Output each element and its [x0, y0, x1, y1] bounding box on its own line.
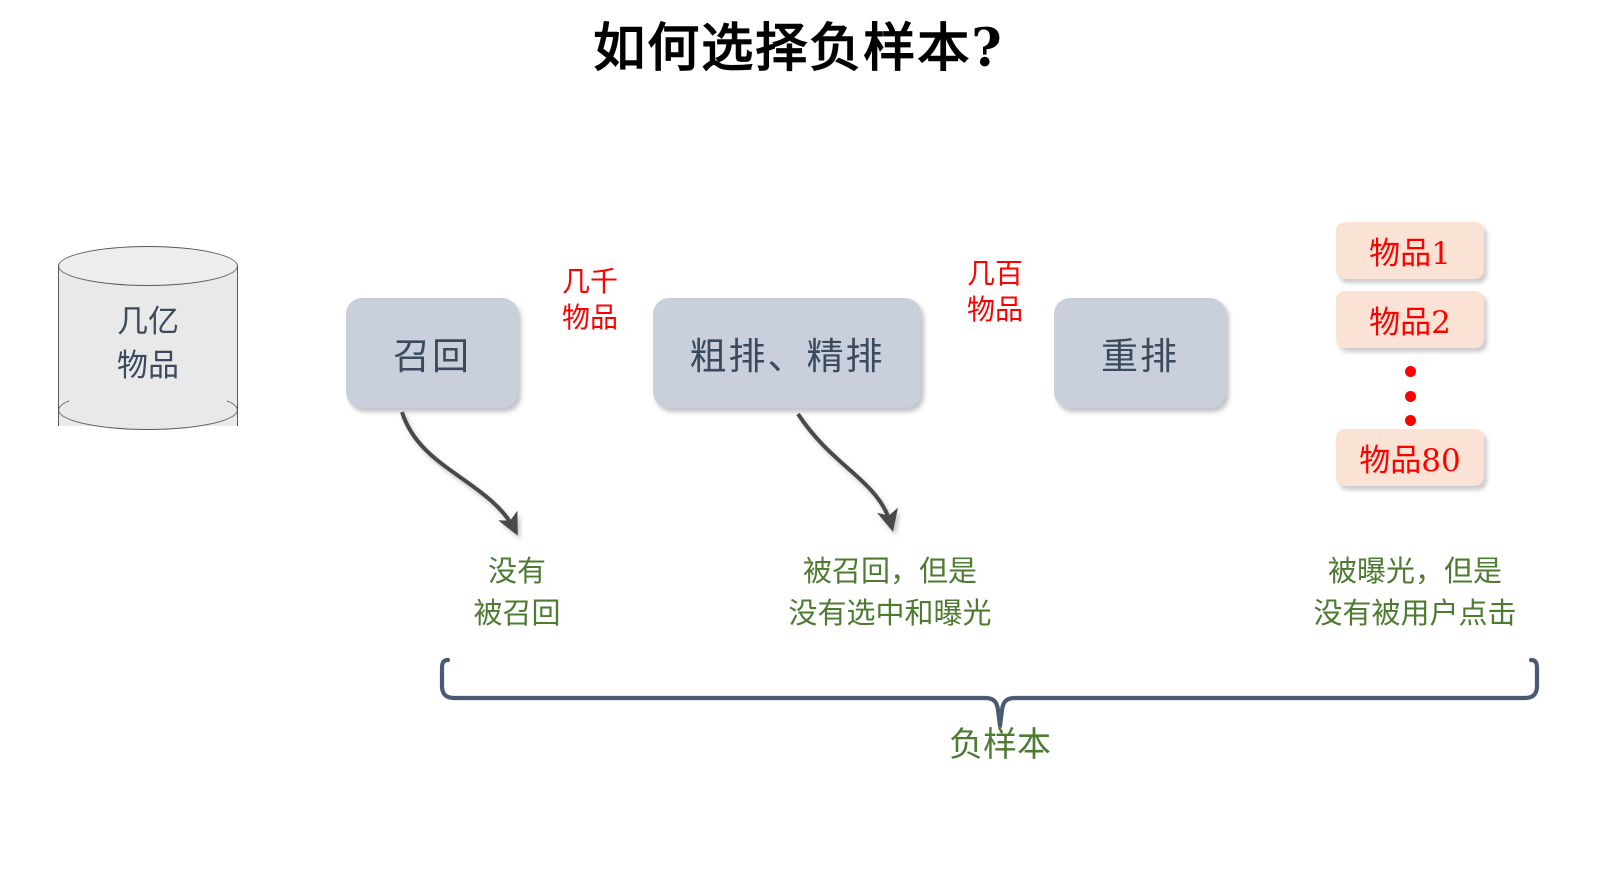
stage-box-ranking[interactable]: 粗排、精排 [653, 298, 921, 408]
flow-label-hundreds: 几百 物品 [925, 256, 1065, 328]
ellipsis-dot-1 [1404, 366, 1416, 377]
result-item-80-label: 物品80 [1359, 443, 1461, 479]
database-label-line2: 物品 [117, 348, 179, 384]
annotation-recalled-not-exposed-line1: 被召回，但是 [802, 554, 977, 588]
annotation-recalled-not-exposed-line2: 没有选中和曝光 [788, 596, 992, 630]
flow-label-thousands-line1: 几千 [561, 265, 618, 298]
annotation-recalled-not-exposed: 被召回，但是 没有选中和曝光 [730, 550, 1050, 634]
negative-sample-brace [439, 657, 1540, 729]
database-label-line1: 几亿 [117, 304, 179, 340]
curve-recall-to-note [400, 411, 518, 536]
stage-box-recall[interactable]: 召回 [346, 298, 518, 408]
page-title: 如何选择负样本? [593, 18, 1004, 79]
stage-label-recall: 召回 [393, 335, 471, 378]
database-cylinder: 几亿 物品 [58, 246, 240, 444]
annotation-not-recalled-line1: 没有 [487, 554, 546, 588]
cylinder-bottom [58, 390, 238, 430]
result-item-2-label: 物品2 [1369, 305, 1451, 341]
flow-label-thousands: 几千 物品 [520, 264, 660, 336]
curve-ranking-to-note [796, 412, 898, 532]
annotation-not-recalled: 没有 被召回 [402, 550, 632, 634]
result-item-1-label: 物品1 [1369, 236, 1451, 272]
stage-label-ranking: 粗排、精排 [689, 335, 885, 378]
ellipsis-dot-2 [1404, 390, 1416, 402]
stage-label-rerank: 重排 [1101, 335, 1179, 378]
result-items-ellipsis-icon [1395, 366, 1425, 426]
result-item-1[interactable]: 物品1 [1336, 222, 1484, 279]
database-label: 几亿 物品 [58, 300, 238, 388]
flow-label-hundreds-line2: 物品 [966, 293, 1023, 326]
result-item-80[interactable]: 物品80 [1336, 429, 1484, 486]
annotation-exposed-not-clicked: 被曝光，但是 没有被用户点击 [1245, 550, 1585, 634]
cylinder-top [58, 246, 238, 286]
ellipsis-dot-3 [1404, 415, 1416, 426]
flow-label-thousands-line2: 物品 [561, 301, 618, 334]
brace-label-negative-samples: 负样本 [949, 725, 1051, 765]
annotation-exposed-not-clicked-line2: 没有被用户点击 [1313, 596, 1517, 630]
flow-label-hundreds-line1: 几百 [966, 257, 1023, 290]
annotation-not-recalled-line2: 被召回 [473, 596, 561, 630]
stage-box-rerank[interactable]: 重排 [1054, 298, 1226, 408]
result-item-2[interactable]: 物品2 [1336, 291, 1484, 348]
annotation-exposed-not-clicked-line1: 被曝光，但是 [1327, 554, 1502, 588]
